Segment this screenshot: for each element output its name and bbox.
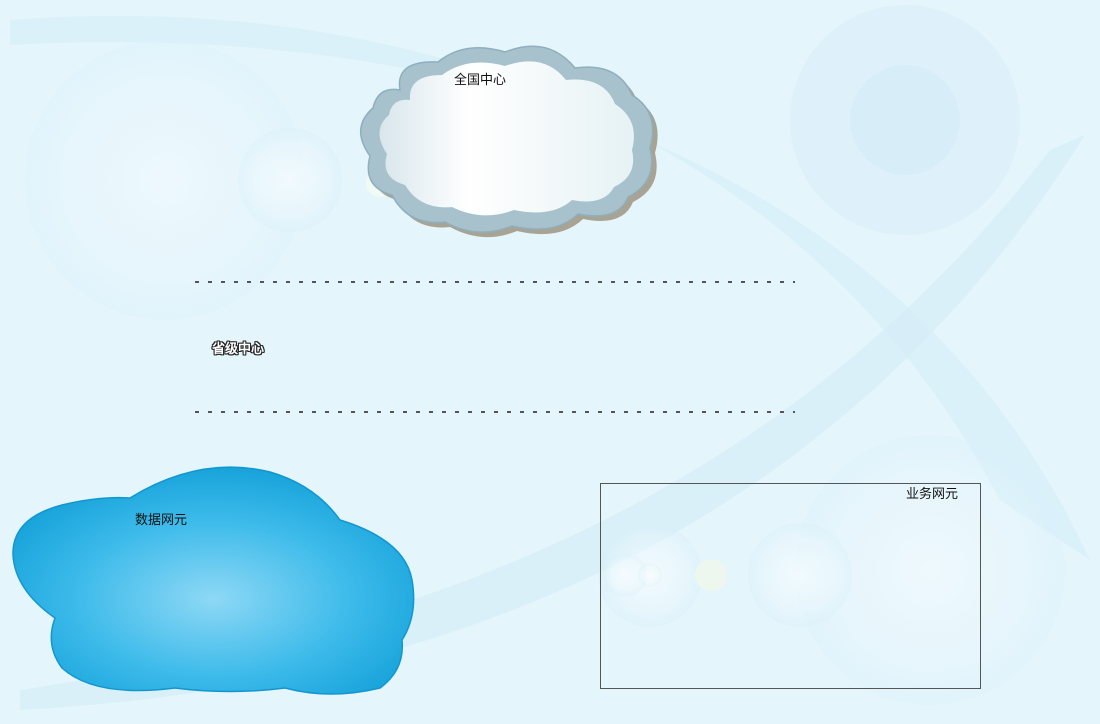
- business-network-element-box: 业务网元: [600, 483, 981, 689]
- national-center-label: 全国中心: [454, 73, 507, 88]
- background-bubble: [238, 128, 342, 232]
- background-bubble: [25, 40, 305, 320]
- data-network-element-label: 数据网元: [135, 513, 188, 528]
- provincial-center-label: 省级中心: [212, 342, 265, 357]
- background-bubble: [790, 5, 1020, 235]
- data-network-cloud: [12, 466, 415, 695]
- background-bubble: [850, 65, 960, 175]
- background-bubble: [638, 563, 662, 587]
- background-bubble: [695, 559, 727, 591]
- background-bubble: [603, 553, 647, 597]
- background-bubble: [748, 523, 852, 627]
- background-bubble: [795, 435, 1065, 705]
- national-center-cloud-inner: [379, 61, 634, 216]
- business-network-element-label: 业务网元: [905, 487, 958, 502]
- background-arc: [10, 15, 1090, 561]
